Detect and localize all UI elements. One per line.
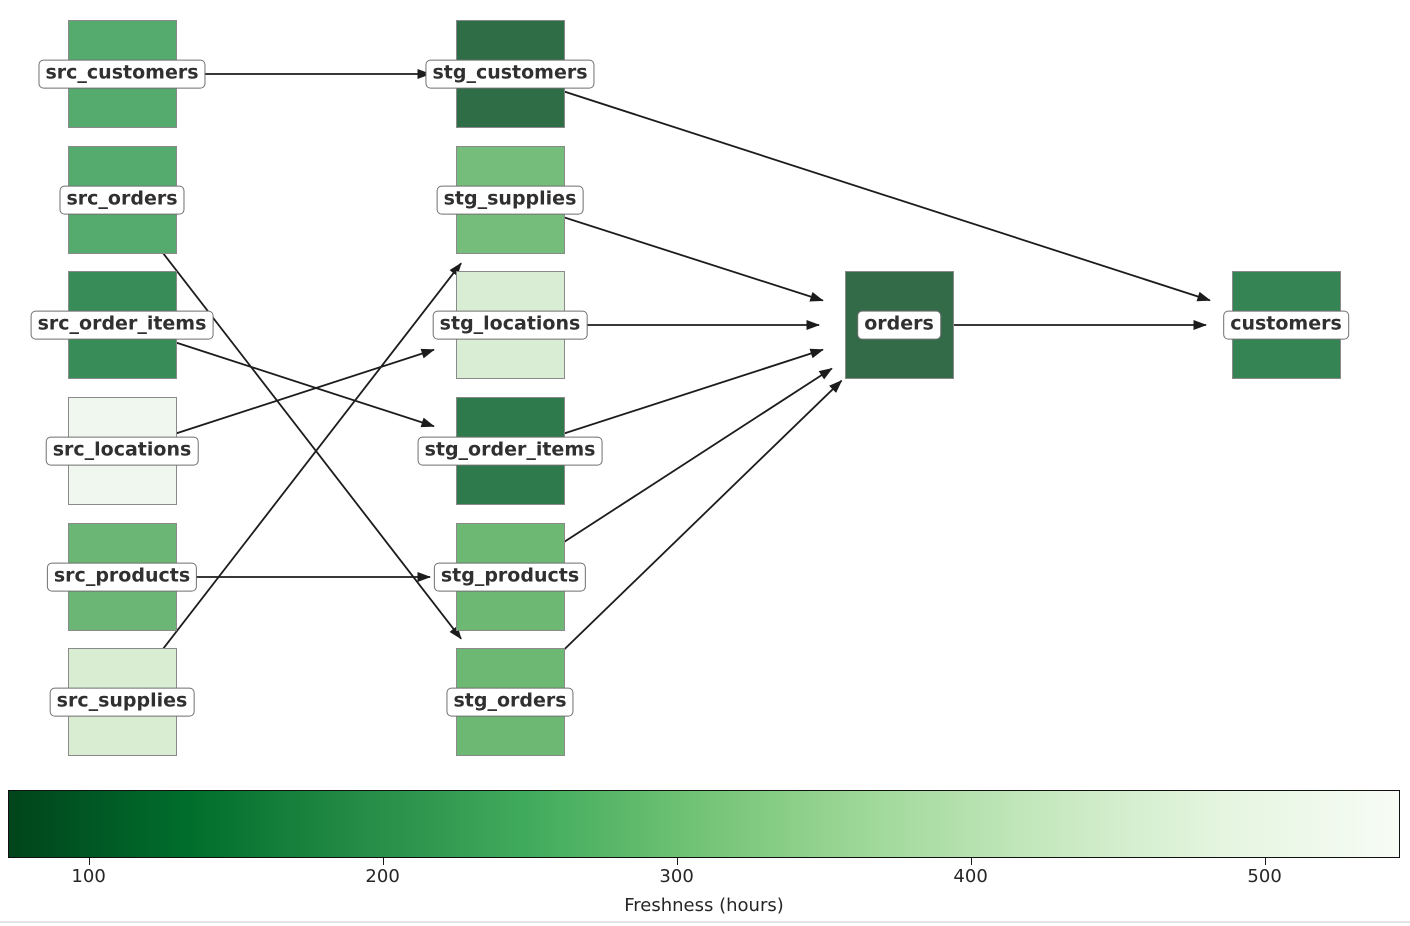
node-label-stg_order_items: stg_order_items <box>417 436 603 466</box>
colorbar-tick-mark <box>676 858 679 865</box>
colorbar-tick-label: 300 <box>659 866 694 887</box>
colorbar-tick-label: 500 <box>1247 866 1282 887</box>
edge-stg_customers-to-customers <box>509 73 1211 302</box>
colorbar-tick-mark <box>88 858 91 865</box>
edge-stg_orders-to-orders <box>509 379 843 703</box>
colorbar-tick-label: 200 <box>365 866 400 887</box>
node-label-src_customers: src_customers <box>38 59 206 89</box>
node-label-customers: customers <box>1223 310 1349 340</box>
colorbar-axis-label: Freshness (hours) <box>624 895 784 916</box>
node-label-orders: orders <box>857 310 941 340</box>
colorbar-tick-mark <box>1264 858 1267 865</box>
node-label-src_products: src_products <box>46 562 198 592</box>
node-label-stg_supplies: stg_supplies <box>436 185 584 215</box>
node-label-src_order_items: src_order_items <box>30 310 214 340</box>
node-label-src_locations: src_locations <box>45 436 199 466</box>
colorbar-tick-mark <box>970 858 973 865</box>
node-label-stg_orders: stg_orders <box>446 687 574 717</box>
figure-bottom-border <box>0 921 1410 923</box>
colorbar-tick-mark <box>382 858 385 865</box>
node-label-src_orders: src_orders <box>59 185 185 215</box>
node-label-stg_locations: stg_locations <box>432 310 588 340</box>
node-label-stg_customers: stg_customers <box>425 59 595 89</box>
edge-src_orders-to-stg_orders <box>121 199 462 640</box>
edge-src_supplies-to-stg_supplies <box>121 262 462 703</box>
colorbar-tick-label: 100 <box>71 866 106 887</box>
node-label-stg_products: stg_products <box>433 562 587 592</box>
node-label-src_supplies: src_supplies <box>49 687 195 717</box>
colorbar-gradient <box>8 790 1400 858</box>
colorbar-tick-label: 400 <box>953 866 988 887</box>
